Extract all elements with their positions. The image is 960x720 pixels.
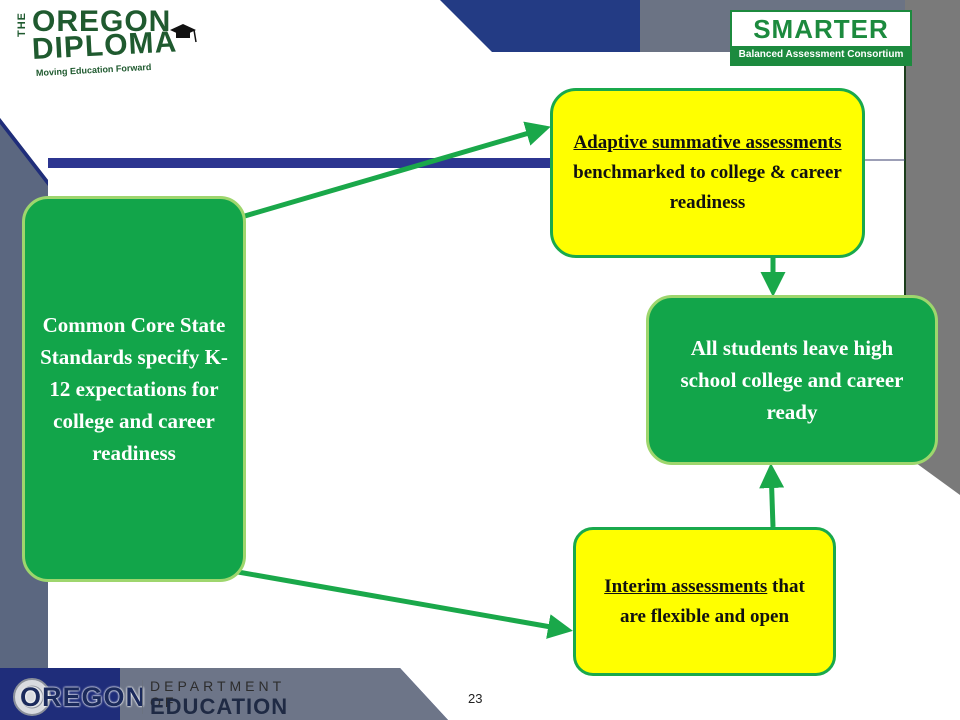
- logo-oregon: OREGON: [32, 5, 172, 38]
- doe-education-text: EDUCATION: [150, 694, 289, 719]
- arrow-to-interim: [237, 569, 573, 639]
- state-seal-icon: [13, 678, 51, 716]
- page-number: 23: [468, 691, 483, 706]
- smarter-title: SMARTER: [753, 14, 889, 44]
- arrow-interim-to-all: [759, 463, 785, 528]
- all-students-box: All students leave high school college a…: [646, 295, 938, 465]
- all-students-text: All students leave high school college a…: [680, 336, 904, 424]
- graduation-cap-icon: [170, 24, 197, 43]
- adaptive-rest-text: benchmarked to college & career readines…: [573, 162, 842, 213]
- doe-department-text: DEPARTMENT OF: [150, 678, 285, 710]
- arrow-to-adaptive: [237, 121, 551, 221]
- oregon-diploma-logo: THE OREGON DIPLOMA Moving Education Forw…: [8, 4, 198, 90]
- interim-underlined-text: Interim assessments: [604, 575, 768, 597]
- interim-assessments-box: Interim assessments that are flexible an…: [573, 527, 836, 676]
- logo-diploma: DIPLOMA: [31, 25, 178, 66]
- interim-rest-text: that are flexible and open: [619, 575, 805, 627]
- common-core-box: Common Core State Standards specify K-12…: [22, 196, 246, 582]
- logo-the: THE: [16, 12, 28, 37]
- adaptive-underlined-text: Adaptive summative assessments: [573, 132, 842, 153]
- doe-oregon-text: OREGON: [20, 682, 147, 712]
- smarter-subtitle: Balanced Assessment Consortium: [732, 46, 910, 64]
- dept-education-logo: OREGON DEPARTMENT OF EDUCATION: [12, 676, 312, 719]
- common-core-text: Common Core State Standards specify K-12…: [40, 313, 228, 465]
- title-rule: [48, 158, 558, 168]
- smarter-balanced-logo: SMARTER Balanced Assessment Consortium: [730, 10, 912, 66]
- adaptive-assessments-box: Adaptive summative assessments benchmark…: [550, 88, 865, 258]
